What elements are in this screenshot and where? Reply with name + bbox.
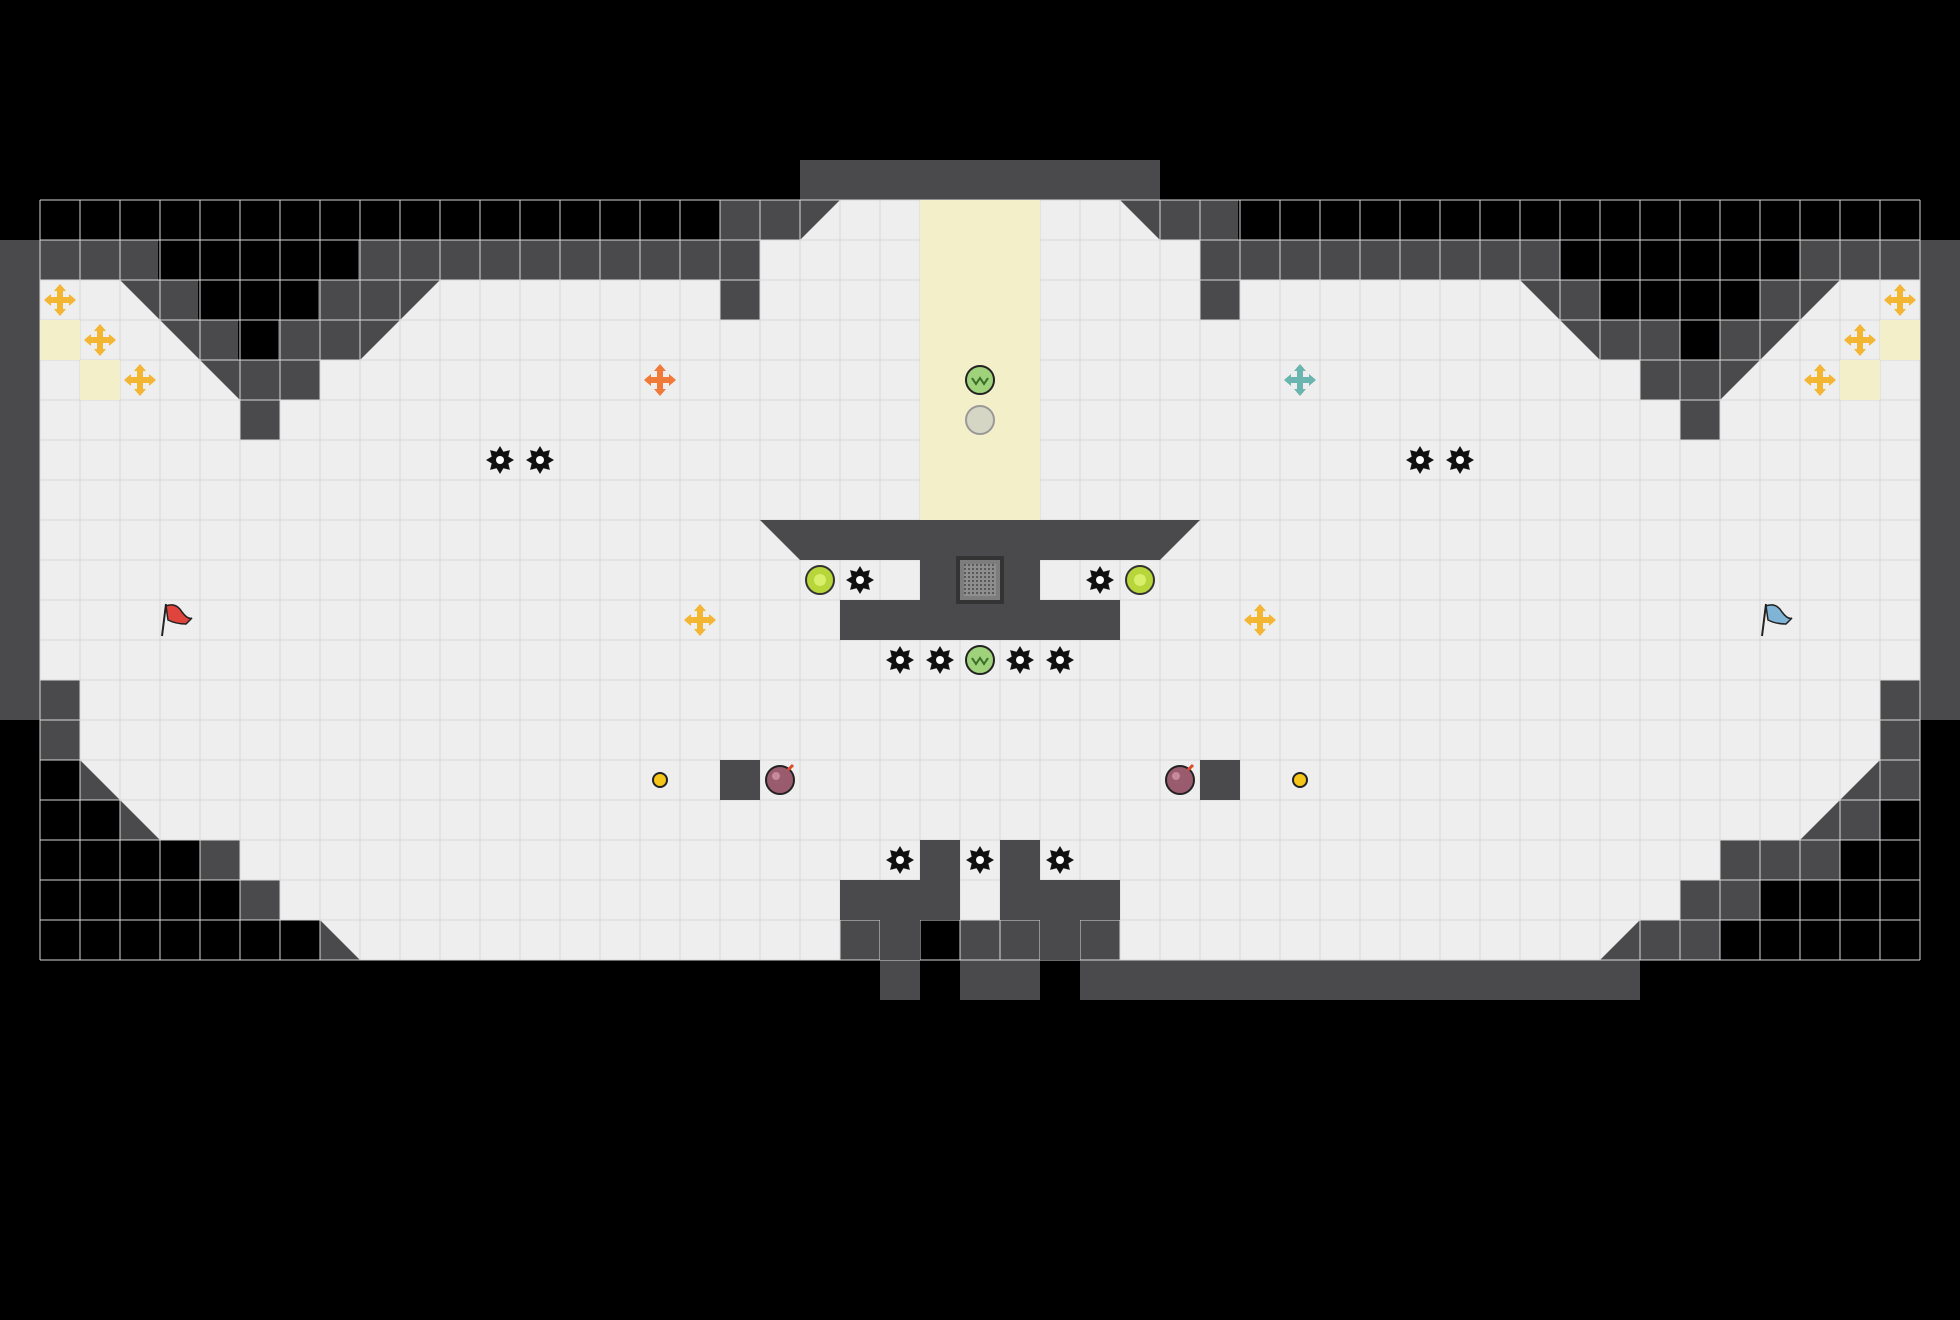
spike-icon (526, 446, 554, 474)
speed-lane (920, 200, 1040, 520)
powerup-icon (805, 565, 835, 595)
bomb-icon (1165, 763, 1195, 795)
corner-tile (80, 360, 120, 400)
portal-inactive-icon (965, 405, 995, 435)
spike-icon (846, 566, 874, 594)
corner-tile (40, 320, 80, 360)
spike-icon (1086, 566, 1114, 594)
floor-grid (39, 199, 1921, 961)
speed-lane-tiles (920, 200, 1040, 520)
portal-icon (965, 645, 995, 675)
boost-arrows-icon (1844, 324, 1876, 356)
boost-arrows-icon (124, 364, 156, 396)
bottom-wall-right (1000, 840, 1120, 960)
boost-arrows-icon (1884, 284, 1916, 316)
corner-tile (1840, 360, 1880, 400)
spike-icon (886, 846, 914, 874)
spike-icon (486, 446, 514, 474)
corner-tile (1880, 320, 1920, 360)
portal-icon (965, 365, 995, 395)
spike-icon (1046, 846, 1074, 874)
spike-icon (1406, 446, 1434, 474)
red-flag-icon (161, 603, 193, 637)
spike-icon (1446, 446, 1474, 474)
blue-flag-icon (1761, 603, 1793, 637)
button-pad-icon (1292, 772, 1308, 788)
boost-arrows-icon (1284, 364, 1316, 396)
spike-icon (1006, 646, 1034, 674)
spike-icon (926, 646, 954, 674)
boost-arrows-icon (1244, 604, 1276, 636)
spike-icon (1046, 646, 1074, 674)
spike-icon (886, 646, 914, 674)
boost-arrows-icon (684, 604, 716, 636)
bottom-wall-left (840, 840, 960, 960)
powerup-icon (1125, 565, 1155, 595)
boost-arrows-icon (644, 364, 676, 396)
boost-arrows-icon (84, 324, 116, 356)
boost-arrows-icon (44, 284, 76, 316)
bomb-icon (765, 763, 795, 795)
gate-grill (964, 564, 996, 596)
button-pad-icon (652, 772, 668, 788)
map-objects (44, 284, 1916, 874)
boost-arrows-icon (1804, 364, 1836, 396)
spike-icon (966, 846, 994, 874)
block-left (720, 760, 760, 800)
block-right (1200, 760, 1240, 800)
